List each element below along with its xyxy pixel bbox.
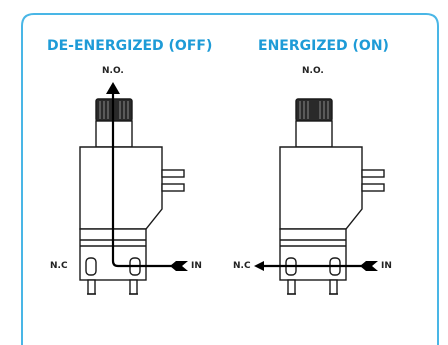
valve-left-flow-path xyxy=(111,92,176,268)
valve-right-foot-right xyxy=(329,279,338,295)
left-port-no-label: N.O. xyxy=(102,66,124,76)
valve-right-terminal-bottom xyxy=(361,183,385,192)
valve-left-terminal-top xyxy=(161,169,185,178)
valve-right-knob xyxy=(295,98,333,122)
right-port-in-label: IN xyxy=(381,261,392,271)
heading-energized: ENERGIZED (ON) xyxy=(258,38,389,54)
left-port-in-label: IN xyxy=(191,261,202,271)
valve-right-arrow-in xyxy=(360,261,378,271)
valve-right-coil xyxy=(279,146,363,230)
valve-left xyxy=(79,98,185,295)
valve-right xyxy=(279,98,385,295)
right-port-nc-label: N.C xyxy=(233,261,251,271)
valve-right-foot-left xyxy=(287,279,296,295)
valve-left-foot-right xyxy=(129,279,138,295)
valve-left-arrow-up xyxy=(106,82,120,94)
frame-border xyxy=(21,13,439,345)
heading-de-energized: DE-ENERGIZED (OFF) xyxy=(47,38,213,54)
valve-right-arrow-out xyxy=(254,261,264,271)
valve-right-stem xyxy=(295,120,333,148)
valve-left-foot-left xyxy=(87,279,96,295)
right-port-no-label: N.O. xyxy=(302,66,324,76)
valve-right-terminal-top xyxy=(361,169,385,178)
left-port-nc-label: N.C xyxy=(50,261,68,271)
valve-left-coil xyxy=(79,146,163,230)
valve-left-arrow-in xyxy=(170,261,188,271)
valve-left-terminal-bottom xyxy=(161,183,185,192)
